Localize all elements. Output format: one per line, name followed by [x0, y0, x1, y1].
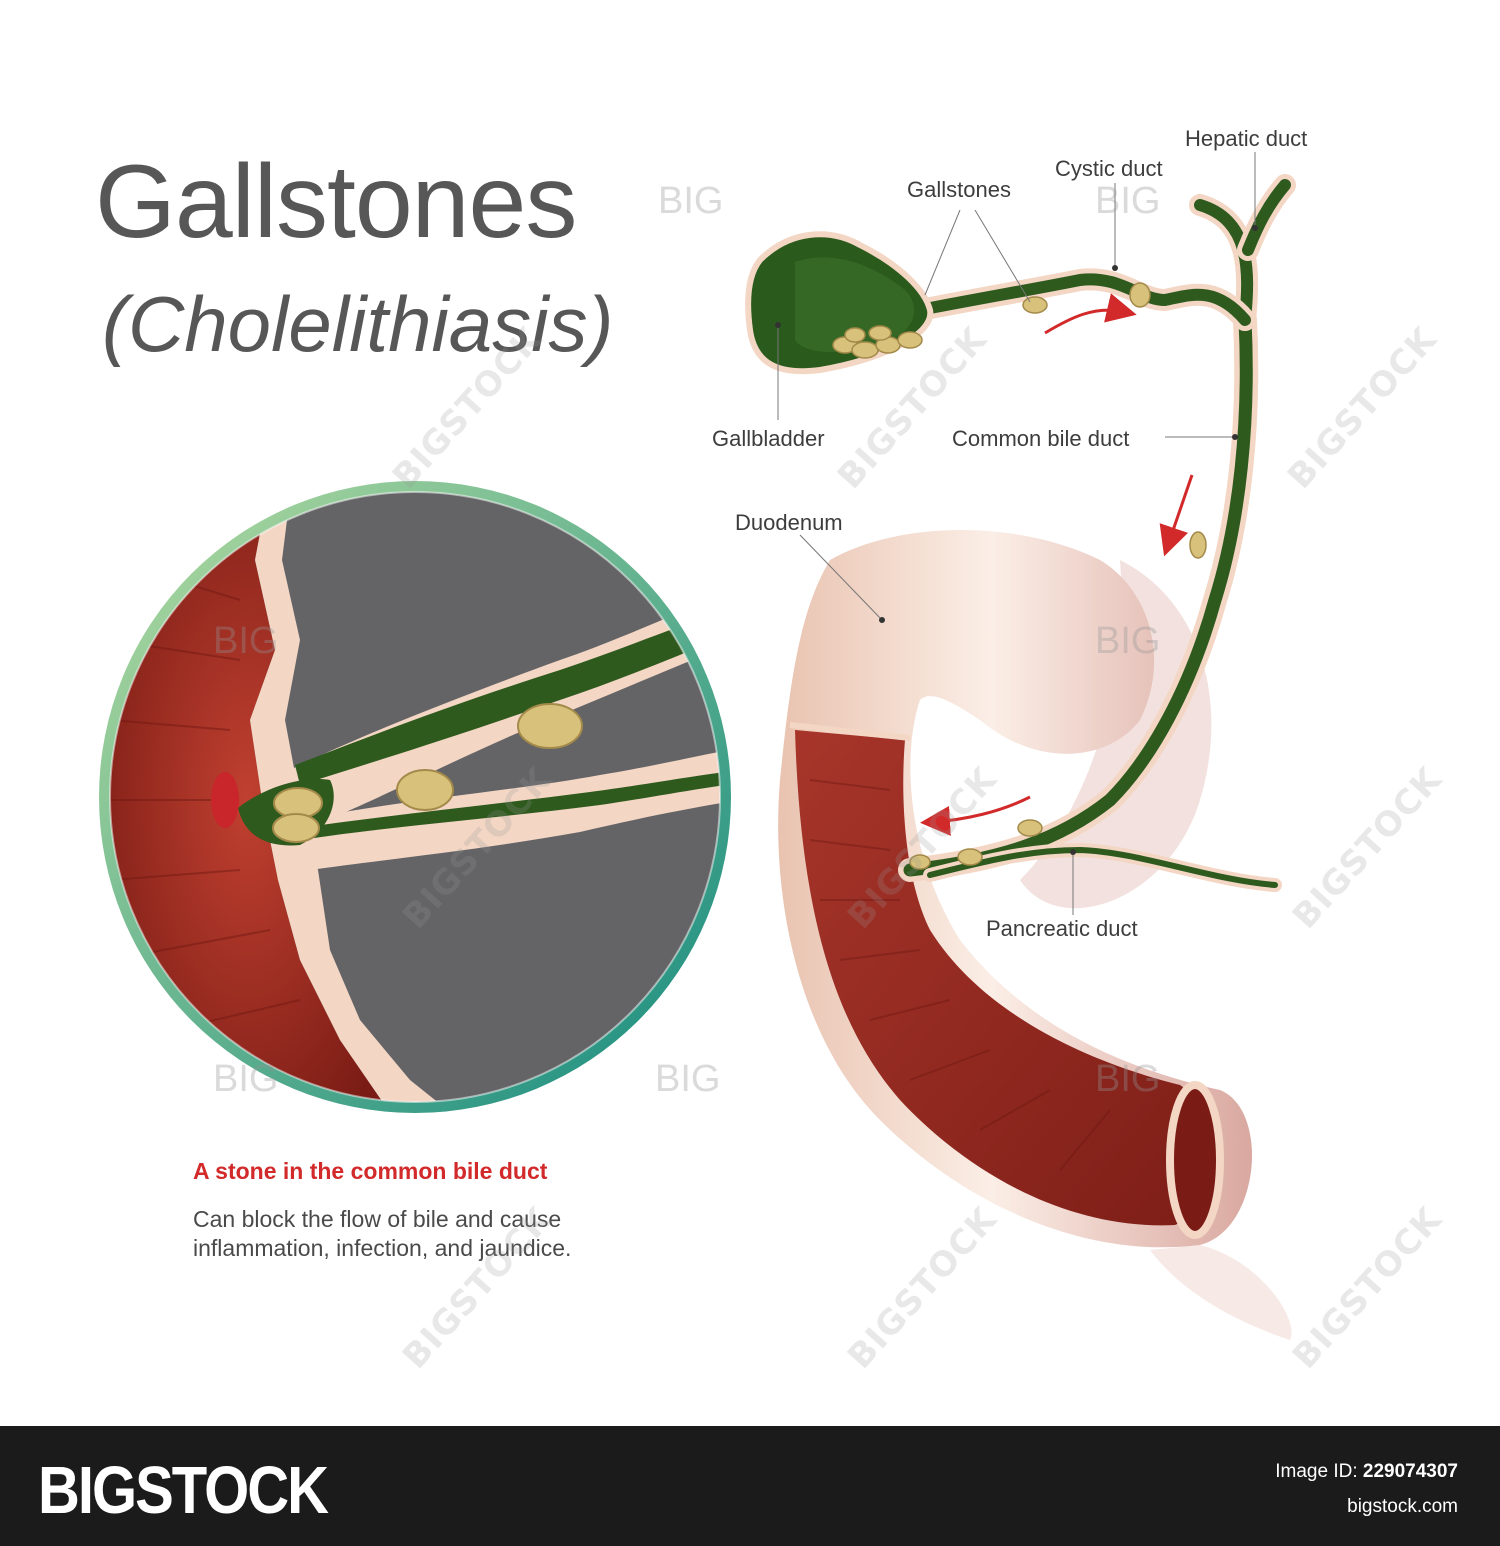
watermark-short: BIG: [658, 180, 724, 222]
footer-bar: BIGSTOCK Image ID: 229074307 bigstock.co…: [0, 1426, 1500, 1546]
page-subtitle: (Cholelithiasis): [102, 280, 614, 368]
watermark-short: BIG: [1095, 180, 1161, 222]
label-cystic-duct: Cystic duct: [1055, 156, 1163, 181]
image-id-value: 229074307: [1362, 1461, 1458, 1482]
label-pancreatic-duct: Pancreatic duct: [986, 916, 1138, 941]
watermark-short: BIG: [213, 1058, 279, 1100]
magnified-view: [99, 481, 731, 1113]
watermark-short: BIG: [213, 620, 279, 662]
image-id: Image ID: 229074307: [1275, 1461, 1458, 1483]
biliary-tree: [745, 174, 1296, 892]
watermark-short: BIG: [655, 1058, 721, 1100]
label-hepatic-duct: Hepatic duct: [1185, 126, 1308, 151]
label-duodenum: Duodenum: [735, 510, 843, 535]
leader-lines: [777, 152, 1256, 915]
watermark-short: BIG: [1095, 620, 1161, 662]
label-common-bile-duct: Common bile duct: [952, 426, 1130, 451]
caption-body: Can block the flow of bile and cause inf…: [193, 1206, 572, 1261]
site-link[interactable]: bigstock.com: [1347, 1496, 1458, 1517]
label-gallstones: Gallstones: [907, 177, 1011, 202]
watermark-short: BIG: [1095, 1058, 1161, 1100]
page-title: Gallstones: [95, 144, 577, 260]
label-gallbladder: Gallbladder: [712, 426, 825, 451]
caption-title: A stone in the common bile duct: [193, 1158, 548, 1184]
duodenum-illustration: [778, 530, 1292, 1340]
brand-logo: BIGSTOCK: [38, 1453, 329, 1528]
image-id-label: Image ID:: [1275, 1461, 1358, 1482]
